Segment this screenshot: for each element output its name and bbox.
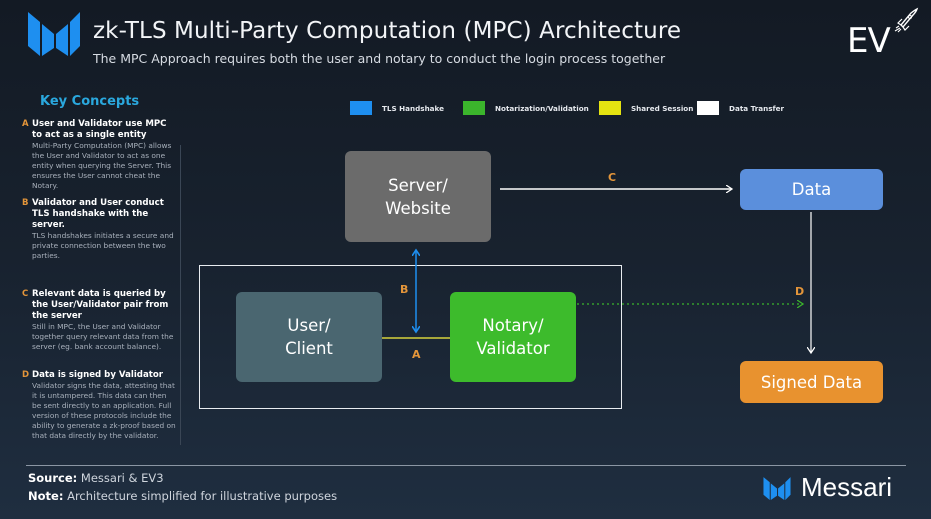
source-value: Messari & EV3 xyxy=(77,471,164,485)
legend-label: Notarization/Validation xyxy=(495,103,589,113)
panel-divider xyxy=(180,145,181,445)
node-label-line1: User/ xyxy=(287,316,331,335)
ev3-logo: EV xyxy=(847,7,919,63)
node-label-line1: Server/ xyxy=(388,175,448,195)
key-concepts-title: Key Concepts xyxy=(40,94,140,109)
node-server-website: Server/Website xyxy=(345,151,491,242)
note-label: Note: xyxy=(28,489,64,503)
node-label: Data xyxy=(791,180,832,199)
legend-item-tls-handshake: TLS Handshake xyxy=(350,101,444,115)
mpc-pair-frame xyxy=(199,265,622,409)
concept-letter: C xyxy=(22,289,29,299)
messari-m-logo-icon xyxy=(28,12,80,56)
note-value: Architecture simplified for illustrative… xyxy=(63,489,338,503)
edge-label-c: C xyxy=(608,171,617,184)
node-data: Data xyxy=(740,169,883,210)
legend-label: Data Transfer xyxy=(729,103,785,113)
node-label-line2: Client xyxy=(285,339,333,358)
edge-label-d: D xyxy=(795,285,805,298)
concept-body: Multi-Party Computation (MPC) allows the… xyxy=(32,141,172,190)
node-label: Signed Data xyxy=(760,372,863,392)
legend-swatch xyxy=(350,101,372,115)
edge-label-b: B xyxy=(400,283,409,296)
messari-wordmark: Messari xyxy=(801,472,893,502)
page-subtitle: The MPC Approach requires both the user … xyxy=(93,51,666,66)
concept-body: Still in MPC, the User and Validator tog… xyxy=(32,322,174,351)
legend-swatch xyxy=(463,101,485,115)
concept-item-b: B Validator and User conduct TLS handsha… xyxy=(22,198,178,261)
footer-source: Source: Messari & EV3 xyxy=(28,471,164,485)
concept-item-d: D Data is signed by Validator Validator … xyxy=(22,370,178,441)
concept-heading: Data is signed by Validator xyxy=(32,370,164,380)
legend-item-shared-session: Shared Session xyxy=(599,101,693,115)
node-signed-data: Signed Data xyxy=(740,361,883,403)
ev-logo-text: EV xyxy=(847,21,891,61)
messari-m-logo-icon xyxy=(763,476,791,500)
messari-brand-logo: Messari xyxy=(762,472,892,503)
edge-label-a: A xyxy=(412,348,421,361)
node-label-line1: Notary/ xyxy=(482,316,544,335)
node-notary-validator: Notary/Validator xyxy=(450,292,576,382)
concept-letter: D xyxy=(22,370,30,380)
concept-item-a: A User and Validator use MPC to act as a… xyxy=(22,119,178,191)
concept-item-c: C Relevant data is queried by the User/V… xyxy=(22,289,178,352)
page-title: zk-TLS Multi-Party Computation (MPC) Arc… xyxy=(93,18,682,44)
rocket-icon xyxy=(894,7,919,33)
concept-heading: Validator and User conduct TLS handshake… xyxy=(32,198,164,230)
legend-item-notarization: Notarization/Validation xyxy=(463,101,589,115)
concept-body: Validator signs the data, attesting that… xyxy=(32,381,176,440)
source-label: Source: xyxy=(28,471,78,485)
legend-label: Shared Session xyxy=(631,103,694,113)
footer-note: Note: Architecture simplified for illust… xyxy=(28,489,337,503)
legend-swatch xyxy=(599,101,621,115)
concept-letter: A xyxy=(22,119,29,129)
node-label-line2: Website xyxy=(385,198,451,218)
concept-heading: Relevant data is queried by the User/Val… xyxy=(32,289,169,321)
node-label-line2: Validator xyxy=(476,339,550,358)
concept-heading: User and Validator use MPC to act as a s… xyxy=(32,119,167,140)
node-user-client: User/Client xyxy=(236,292,382,382)
concept-body: TLS handshakes initiates a secure and pr… xyxy=(32,231,174,260)
legend-item-data-transfer: Data Transfer xyxy=(697,101,784,115)
concept-letter: B xyxy=(22,198,29,208)
legend-label: TLS Handshake xyxy=(382,103,444,113)
legend-swatch xyxy=(697,101,719,115)
footer-divider xyxy=(26,465,906,466)
